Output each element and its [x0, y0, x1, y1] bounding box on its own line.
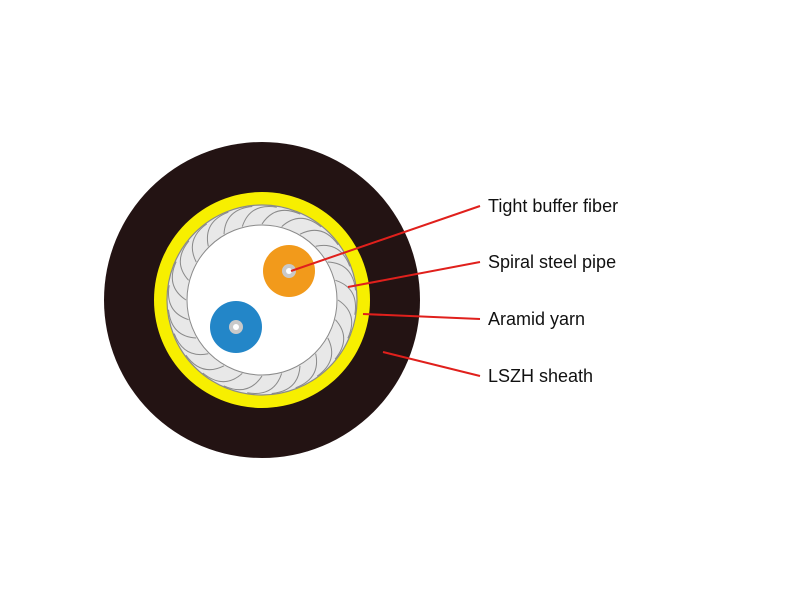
steel-pipe-winding — [223, 375, 263, 391]
steel-pipe-winding — [223, 206, 253, 235]
steel-pipe-winding — [191, 223, 208, 263]
steel-pipe-winding — [168, 309, 197, 339]
leader-line-lszh-sheath — [382, 351, 481, 377]
spiral-steel-pipe-windings — [168, 206, 356, 394]
steel-pipe-winding — [206, 211, 229, 247]
leader-line-spiral-steel-pipe — [347, 261, 481, 288]
steel-pipe-winding — [299, 229, 339, 246]
label-spiral-steel-pipe: Spiral steel pipe — [488, 252, 616, 272]
steel-pipe-winding — [261, 209, 301, 225]
label-tight-buffer-fiber: Tight buffer fiber — [488, 196, 618, 216]
label-aramid-yarn: Aramid yarn — [488, 309, 585, 329]
steel-pipe-winding — [247, 373, 283, 394]
steel-pipe-winding — [168, 285, 189, 321]
steel-pipe-winding — [281, 217, 322, 228]
steel-pipe-winding — [315, 244, 351, 267]
steel-pipe-winding — [337, 299, 353, 339]
inner-core — [186, 224, 338, 376]
leader-line-tight-buffer-fiber — [290, 205, 481, 272]
steel-pipe-winding — [334, 319, 345, 360]
steel-pipe-winding — [335, 279, 356, 315]
steel-pipe-winding — [271, 365, 301, 394]
steel-pipe-winding — [241, 206, 277, 227]
fiber-center-blue — [233, 324, 239, 330]
fiber-center-orange — [286, 268, 292, 274]
steel-pipe-winding — [316, 337, 333, 377]
leader-line-aramid-yarn — [362, 313, 481, 320]
label-lszh-sheath: LSZH sheath — [488, 366, 593, 386]
steel-pipe-winding — [202, 372, 243, 383]
steel-pipe-winding — [295, 353, 318, 389]
steel-pipe-winding — [171, 261, 187, 301]
steel-pipe-winding — [185, 354, 225, 371]
steel-pipe-winding — [173, 333, 209, 356]
steel-pipe-winding — [179, 240, 190, 281]
